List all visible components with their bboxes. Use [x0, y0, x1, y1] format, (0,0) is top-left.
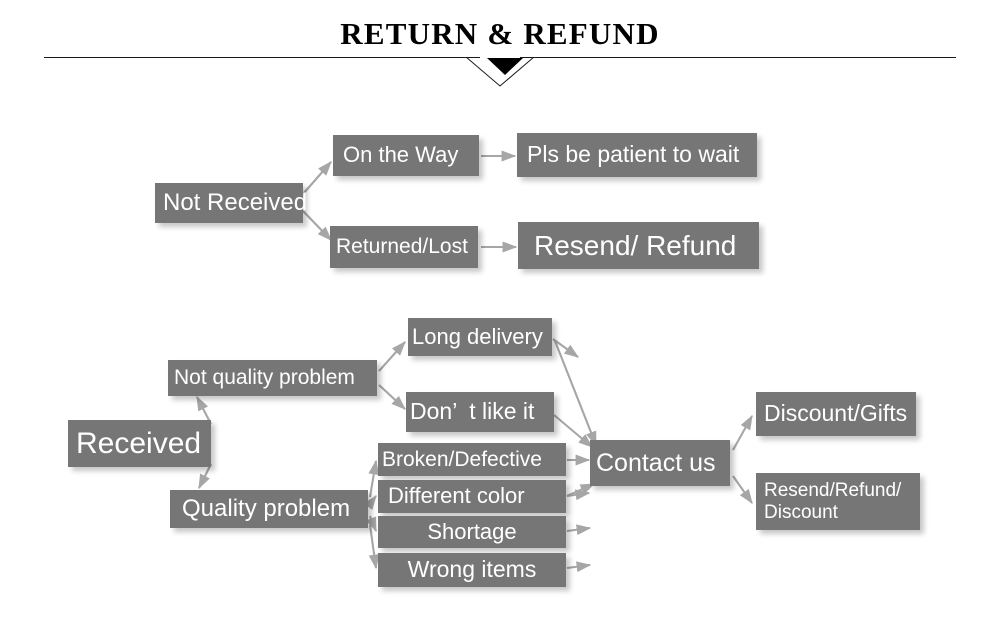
chevron-down-solid-icon	[487, 58, 523, 75]
node-different-color[interactable]: Different color	[378, 480, 566, 513]
header-rule-left	[44, 57, 480, 58]
node-not-received[interactable]: Not Received	[155, 183, 307, 223]
node-long-delivery[interactable]: Long delivery	[408, 318, 552, 356]
node-resend-refund-discount[interactable]: Resend/Refund/ Discount	[756, 473, 920, 530]
node-returned-lost[interactable]: Returned/Lost	[330, 226, 478, 268]
header-rule-right	[520, 57, 956, 58]
node-dont-like-it[interactable]: Don’ t like it	[406, 392, 554, 432]
node-discount-gifts[interactable]: Discount/Gifts	[756, 392, 916, 436]
node-shortage[interactable]: Shortage	[378, 516, 566, 548]
node-contact-us[interactable]: Contact us	[590, 440, 730, 486]
header-banner: RETURN & REFUND	[0, 0, 1000, 95]
node-broken-defective[interactable]: Broken/Defective	[378, 443, 566, 476]
node-not-quality-problem[interactable]: Not quality problem	[168, 360, 377, 396]
node-on-the-way[interactable]: On the Way	[333, 135, 479, 176]
page-title: RETURN & REFUND	[340, 16, 660, 51]
node-wrong-items[interactable]: Wrong items	[378, 553, 566, 587]
node-received[interactable]: Received	[68, 420, 211, 467]
node-pls-be-patient-to-wait[interactable]: Pls be patient to wait	[517, 133, 757, 177]
node-resend-refund[interactable]: Resend/ Refund	[518, 222, 759, 269]
node-quality-problem[interactable]: Quality problem	[170, 490, 368, 528]
